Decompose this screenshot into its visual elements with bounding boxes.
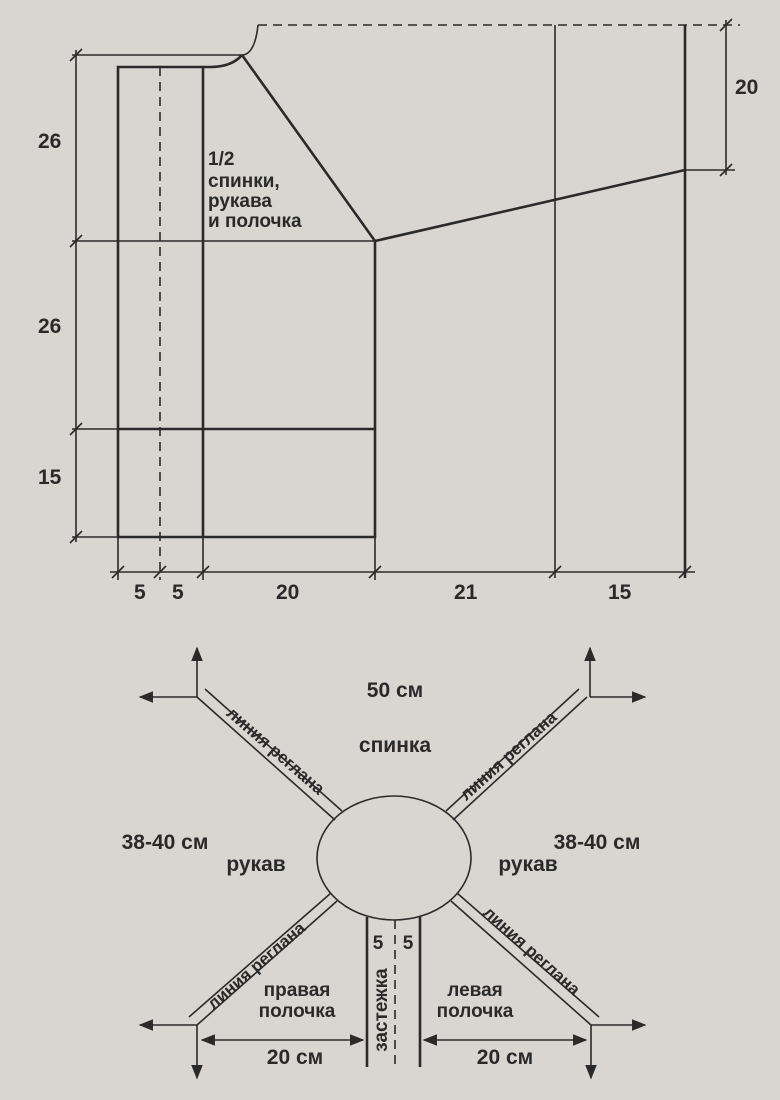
back-width: 50 см [367, 679, 423, 702]
placket-right-width: 5 [403, 933, 414, 954]
pattern-drawing [69, 18, 740, 580]
left-front-label-2: полочка [437, 1001, 514, 1022]
dim-bottom-4: 21 [454, 581, 478, 604]
piece-label-line2: спинки, [208, 171, 280, 192]
raglan-label-top-left: линия реглана [223, 703, 329, 798]
sleeve-right-width: 38-40 см [554, 831, 641, 854]
right-front-width: 20 см [267, 1046, 323, 1069]
dim-bottom-2: 5 [172, 581, 184, 604]
dim-body-height: 26 [38, 315, 61, 338]
sleeve-left-label: рукав [226, 853, 285, 876]
dim-bottom-3: 20 [276, 581, 299, 604]
piece-label-line4: и полочка [208, 211, 302, 232]
raglan-label-top-right: линия реглана [456, 707, 561, 804]
dim-sleeve-height: 20 [735, 76, 758, 99]
left-front-width: 20 см [477, 1046, 533, 1069]
arrows [138, 646, 647, 1080]
back-label: спинка [359, 734, 431, 757]
sleeve-raglan-line [374, 168, 686, 243]
dim-yoke-height: 26 [38, 130, 61, 153]
placket-left-width: 5 [373, 933, 384, 954]
dim-rib-height: 15 [38, 466, 62, 489]
right-front-label-2: полочка [259, 1001, 336, 1022]
piece-label-line3: рукава [208, 191, 272, 212]
sleeve-left-width: 38-40 см [122, 831, 209, 854]
left-front-label-1: левая [447, 980, 502, 1001]
sleeve-right-label: рукав [498, 853, 557, 876]
piece-label-line1: 1/2 [208, 149, 234, 170]
piece-outline [116, 54, 377, 539]
neck-circle [316, 795, 472, 921]
neck-curve [241, 24, 259, 56]
placket-label: застежка [371, 968, 392, 1052]
raglan-scheme [138, 646, 647, 1080]
dim-bottom-5: 15 [608, 581, 632, 604]
dim-bottom-1: 5 [134, 581, 146, 604]
raglan-lines [188, 688, 600, 1026]
right-front-label-1: правая [264, 980, 331, 1001]
